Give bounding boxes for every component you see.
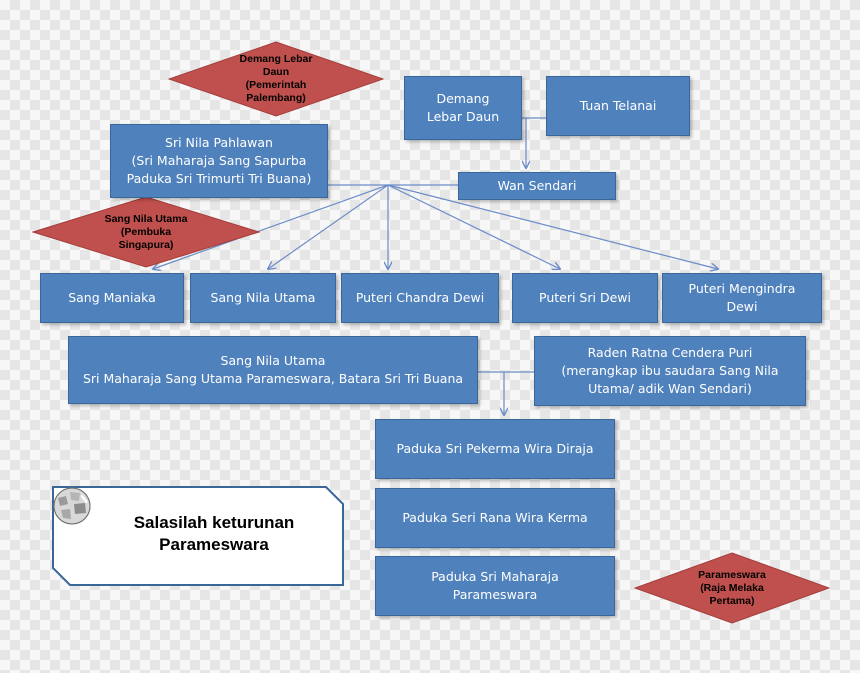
connector-to-puteri-sri-dewi [387, 184, 560, 269]
label-demang-palembang: Demang Lebar Daun (Pemerintah Palembang) [168, 41, 384, 117]
node-pekerma-wira-diraja: Paduka Sri Pekerma Wira Diraja [375, 419, 615, 479]
node-sang-nila-utama-child: Sang Nila Utama [190, 273, 336, 323]
red-diamond-shape [168, 41, 384, 117]
node-wan-sendari: Wan Sendari [458, 172, 616, 200]
node-puteri-chandra-dewi: Puteri Chandra Dewi [341, 273, 499, 323]
node-rana-wira-kerma: Paduka Seri Rana Wira Kerma [375, 488, 615, 548]
label-sang-nila-singapura: Sang Nila Utama (Pembuka Singapura) [32, 196, 260, 268]
red-diamond-shape [32, 196, 260, 268]
node-puteri-sri-dewi: Puteri Sri Dewi [512, 273, 658, 323]
node-raden-ratna-cendera-puri: Raden Ratna Cendera Puri (merangkap ibu … [534, 336, 806, 406]
node-sang-nila-utama-main: Sang Nila Utama Sri Maharaja Sang Utama … [68, 336, 478, 404]
node-demang-lebar-daun: Demang Lebar Daun [404, 76, 522, 140]
diagram-title: Salasilah keturunan Parameswara [133, 513, 295, 554]
label-sang-nila-singapura-text: Sang Nila Utama (Pembuka Singapura) [104, 212, 188, 251]
node-maharaja-parameswara: Paduka Sri Maharaja Parameswara [375, 556, 615, 616]
connector-to-puteri-mengindra-dewi [387, 184, 718, 269]
label-demang-palembang-text: Demang Lebar Daun (Pemerintah Palembang) [239, 53, 313, 104]
node-tuan-telanai: Tuan Telanai [546, 76, 690, 136]
wikipedia-globe-icon [53, 487, 91, 525]
connector-to-sang-nila-utama [268, 184, 389, 269]
red-diamond-shape [634, 552, 830, 624]
label-parameswara-melaka: Parameswara (Raja Melaka Pertama) [634, 552, 830, 624]
node-sri-nila-pahlawan: Sri Nila Pahlawan (Sri Maharaja Sang Sap… [110, 124, 328, 198]
label-parameswara-melaka-text: Parameswara (Raja Melaka Pertama) [698, 568, 766, 607]
connector-to-sang-maniaka [153, 184, 389, 269]
node-puteri-mengindra-dewi: Puteri Mengindra Dewi [662, 273, 822, 323]
node-sang-maniaka: Sang Maniaka [40, 273, 184, 323]
title-card: Salasilah keturunan Parameswara [52, 486, 344, 586]
title-card-shape [52, 486, 344, 586]
